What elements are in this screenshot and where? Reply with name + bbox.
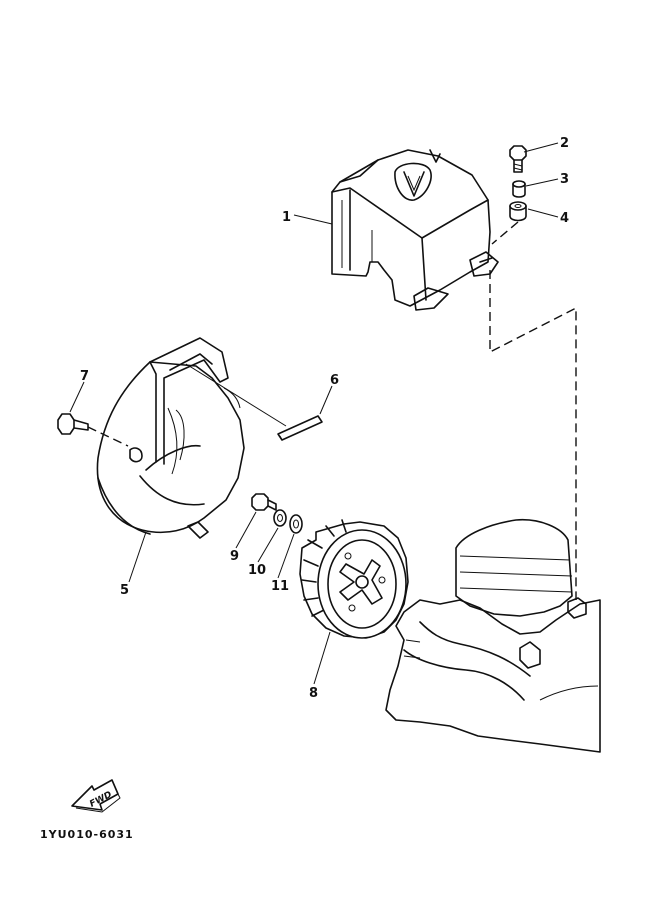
part-6-pin (277, 415, 323, 441)
pin-leader (185, 363, 287, 427)
part-11-washer (289, 514, 303, 534)
part-2-bolt (509, 145, 527, 173)
part-1-cylinder-shroud (331, 149, 499, 311)
part-3-collar (512, 180, 526, 198)
callout-8: 8 (309, 686, 318, 701)
engine-crankcase (385, 518, 601, 753)
callout-11: 11 (271, 579, 289, 594)
fwd-arrow-icon: FWD (71, 779, 121, 813)
callout-9: 9 (230, 549, 239, 564)
callout-4: 4 (560, 211, 569, 226)
callout-10: 10 (248, 563, 266, 578)
callout-2: 2 (560, 136, 569, 151)
callout-3: 3 (560, 172, 569, 187)
drawing-code: 1YU010-6031 (40, 828, 134, 841)
part-7-bolt (57, 413, 129, 447)
part-10-washer (273, 509, 287, 527)
callout-5: 5 (120, 583, 129, 598)
callout-labels: 1 2 3 4 5 6 7 8 9 10 11 (80, 136, 569, 701)
callout-6: 6 (330, 373, 339, 388)
part-5-fan-shroud (96, 337, 245, 539)
assembly-lines (489, 221, 577, 600)
callout-7: 7 (80, 369, 89, 384)
part-9-bolt (251, 493, 277, 511)
callout-1: 1 (282, 210, 291, 225)
callout-leaders (69, 142, 559, 685)
part-8-flywheel-fan (299, 519, 409, 639)
part-4-grommet (509, 201, 527, 222)
